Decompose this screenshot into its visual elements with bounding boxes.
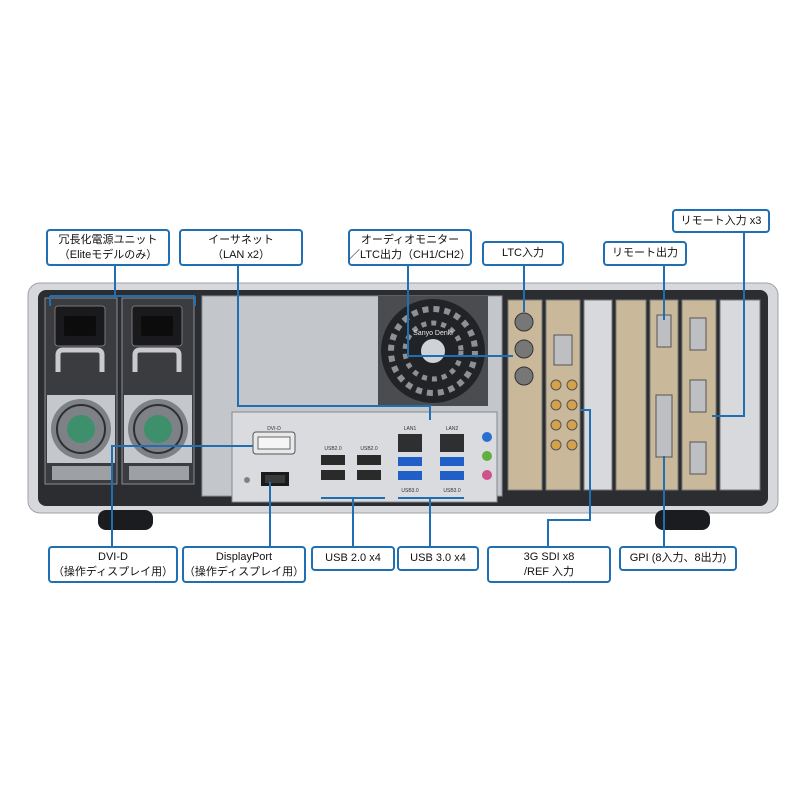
callout-remote-out: リモート出力 (603, 241, 687, 266)
callout-dvi: DVI-D （操作ディスプレイ用） (48, 546, 178, 583)
psu-unit-1 (44, 297, 118, 485)
chassis-fan: Sanyo Denki (378, 296, 488, 406)
callout-sdi-line1: 3G SDI x8 (523, 550, 575, 563)
psu-unit-2 (121, 297, 195, 485)
ltc-card (507, 299, 543, 491)
screw (244, 477, 250, 483)
callout-remote-in: リモート入力 x3 (672, 209, 770, 233)
chassis-foot-left (98, 510, 153, 530)
lan-ports: LAN1 LAN2 USB3.0 USB3.0 (398, 426, 464, 494)
callout-usb3-line1: USB 3.0 x4 (410, 552, 466, 564)
callout-usb3: USB 3.0 x4 (397, 546, 479, 571)
dvi-panel-label: DVI-D (267, 426, 281, 432)
callout-sdi-line2: /REF 入力 (523, 565, 575, 578)
callout-audio-line2: ／LTC出力（CH1/CH2） (348, 248, 472, 261)
lan2-label: LAN2 (446, 426, 459, 432)
callout-usb2-line1: USB 2.0 x4 (325, 552, 381, 564)
fan-brand-label: Sanyo Denki (413, 330, 453, 337)
callout-audio-line1: オーディオモニター (360, 233, 460, 246)
callout-ltc-in-line1: LTC入力 (502, 247, 544, 259)
callout-psu: 冗長化電源ユニット （Eliteモデルのみ） (46, 229, 170, 266)
dvi-port: DVI-D (252, 426, 296, 455)
callout-psu-line2: （Eliteモデルのみ） (58, 248, 158, 261)
callout-gpi-line1: GPI (8入力、8出力) (629, 552, 727, 564)
callout-gpi: GPI (8入力、8出力) (619, 546, 737, 571)
usb20-label-a: USB2.0 (324, 446, 341, 452)
callout-dvi-line2: （操作ディスプレイ用） (52, 565, 174, 578)
callout-audio: オーディオモニター ／LTC出力（CH1/CH2） (348, 229, 472, 266)
callout-ltc-in: LTC入力 (482, 241, 564, 266)
usb20-ports: USB2.0 USB2.0 (321, 446, 381, 480)
sdi-card (545, 299, 581, 491)
callout-ethernet: イーサネット （LAN x2） (179, 229, 303, 266)
remote-card (681, 299, 717, 491)
callout-displayport: DisplayPort （操作ディスプレイ用） (182, 546, 306, 583)
callout-ethernet-line2: （LAN x2） (211, 248, 271, 261)
callout-remote-out-line1: リモート出力 (612, 247, 678, 259)
chassis-foot-right (655, 510, 710, 530)
displayport-port (261, 472, 289, 486)
leader-lines (49, 232, 745, 546)
callout-remote-in-line1: リモート入力 x3 (680, 214, 762, 227)
callout-displayport-line1: DisplayPort (215, 550, 273, 563)
lan1-label: LAN1 (404, 426, 417, 432)
callout-sdi: 3G SDI x8 /REF 入力 (487, 546, 611, 583)
callout-psu-line1: 冗長化電源ユニット (58, 233, 158, 246)
usb30-label-b: USB3.0 (443, 488, 460, 494)
callout-displayport-line2: （操作ディスプレイ用） (183, 565, 305, 578)
callout-ethernet-line1: イーサネット (208, 233, 274, 246)
vent-right (719, 299, 761, 491)
callout-dvi-line1: DVI-D (98, 550, 128, 563)
usb20-label-b: USB2.0 (360, 446, 377, 452)
vent-slots (583, 299, 647, 491)
callout-usb2: USB 2.0 x4 (311, 546, 395, 571)
audio-jacks (482, 432, 492, 480)
usb30-label-a: USB3.0 (401, 488, 418, 494)
